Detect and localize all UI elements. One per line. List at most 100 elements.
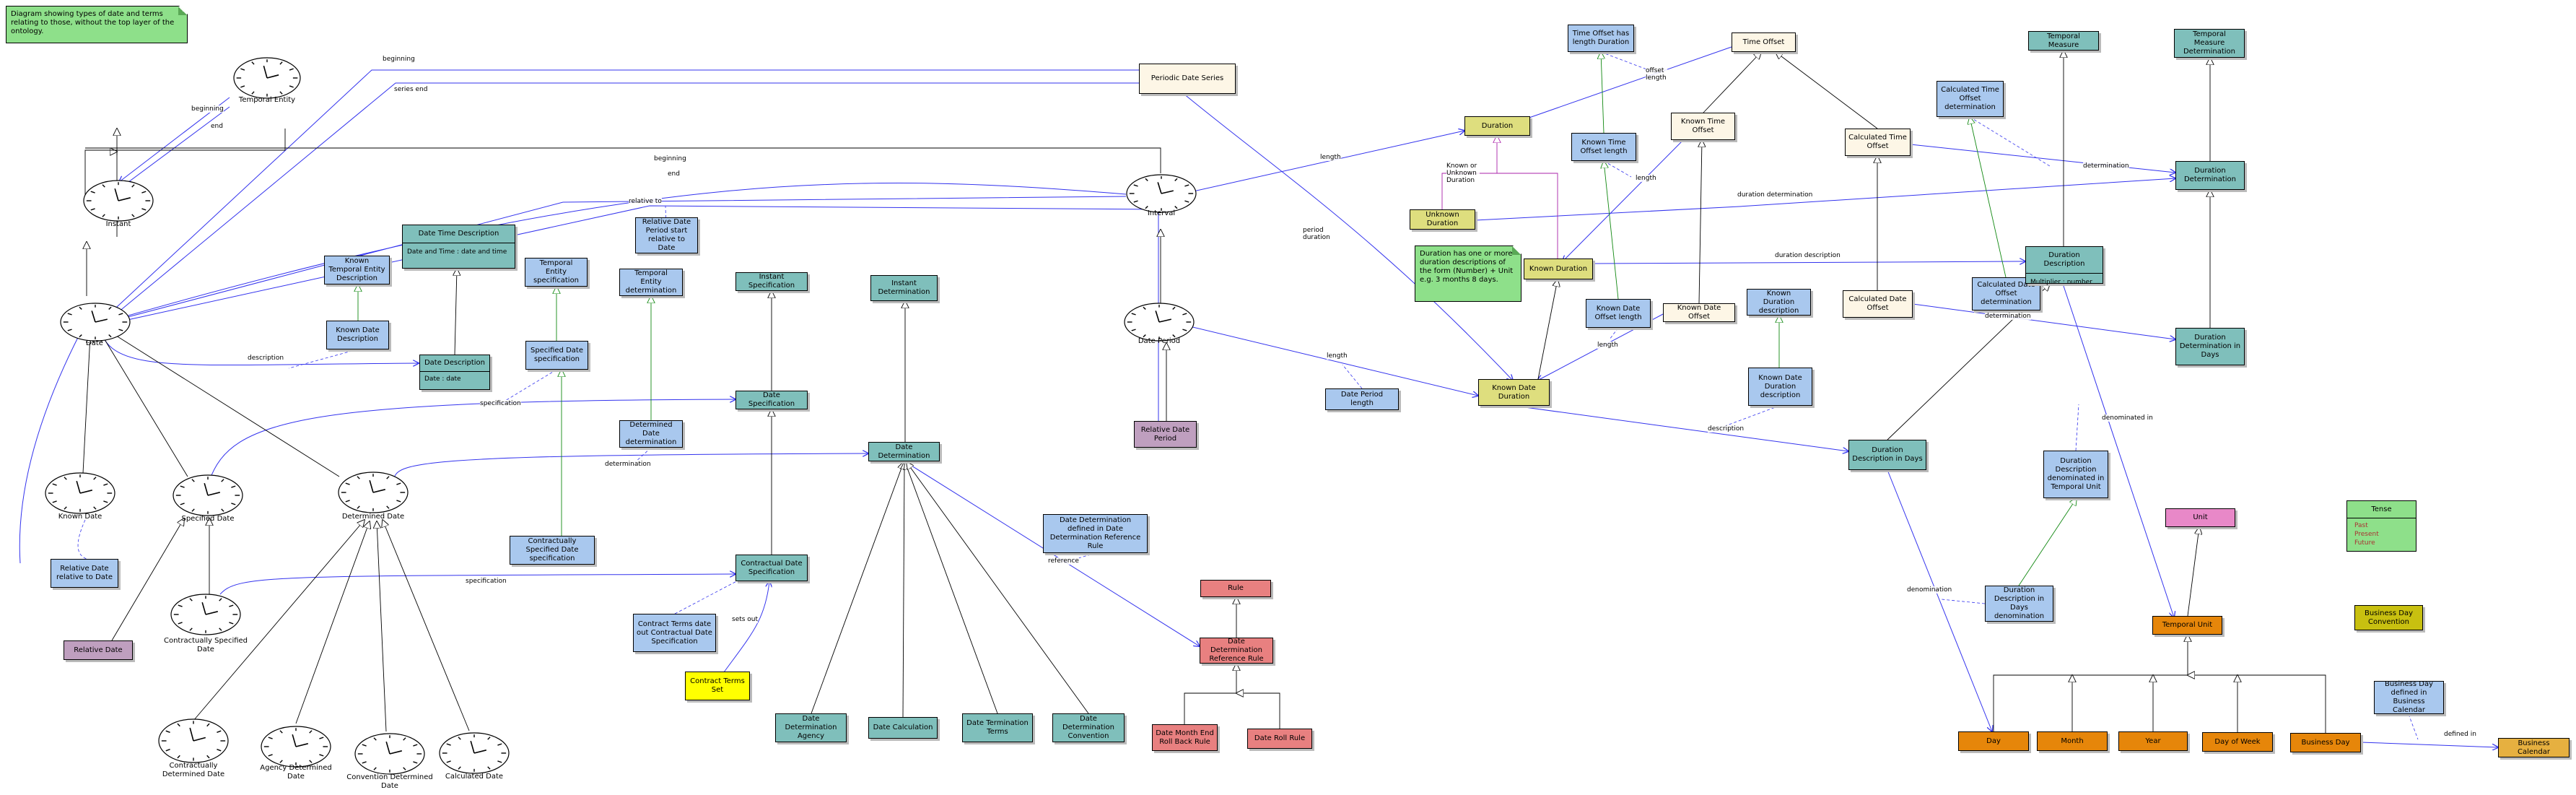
node-duration[interactable]: Duration <box>1464 116 1530 136</box>
clock-label-calculated-date: Calculated Date <box>445 773 504 781</box>
node-date-termination-terms[interactable]: Date Termination Terms <box>962 713 1033 742</box>
node-known-time-offset[interactable]: Known Time Offset <box>1671 113 1735 140</box>
node-contractual-date-specification[interactable]: Contractual Date Specification <box>735 555 808 581</box>
node-determined-date-determination[interactable]: Determined Date determination <box>619 420 683 448</box>
node-date-description-title: Date Description <box>420 355 489 372</box>
clock-label-determined-date: Determined Date <box>341 513 405 521</box>
node-duration-description[interactable]: Duration Description Multiplier : number <box>2025 246 2103 286</box>
edge-ktol-length <box>1563 139 1684 261</box>
node-date-determination[interactable]: Date Determination <box>868 442 940 461</box>
node-temporal-measure[interactable]: Temporal Measure <box>2028 31 2099 51</box>
node-day[interactable]: Day <box>1958 731 2029 751</box>
node-known-duration[interactable]: Known Duration <box>1524 259 1593 279</box>
node-duration-description-in-days-denomination[interactable]: Duration Description in Days denominatio… <box>1985 586 2053 622</box>
clock-convention-determined-date[interactable] <box>354 733 425 775</box>
edge-label-length-period: length <box>1327 352 1348 360</box>
clock-contractually-specified-date[interactable] <box>170 594 241 635</box>
node-known-duration-description[interactable]: Known Duration description <box>1747 289 1811 316</box>
clock-interval[interactable] <box>1126 174 1197 213</box>
clock-agency-determined-date[interactable] <box>261 726 331 768</box>
edge-cdo-determination <box>1912 303 2175 339</box>
node-calculated-time-offset[interactable]: Calculated Time Offset <box>1845 129 1911 156</box>
clock-instant[interactable] <box>83 180 154 222</box>
edge-sub-dda <box>811 462 904 714</box>
node-business-day-convention[interactable]: Business Day Convention <box>2354 605 2423 630</box>
node-duration-determination[interactable]: Duration Determination <box>2175 161 2245 190</box>
node-month[interactable]: Month <box>2037 731 2108 751</box>
edge-label-denomination: denomination <box>1907 586 1952 594</box>
clock-specified-date[interactable] <box>173 474 243 516</box>
node-business-day-defined-in-calendar[interactable]: Business Day defined in Business Calenda… <box>2374 680 2444 714</box>
clock-temporal-entity[interactable] <box>233 57 301 99</box>
node-date-roll-rule[interactable]: Date Roll Rule <box>1247 729 1312 749</box>
node-year[interactable]: Year <box>2118 731 2188 751</box>
node-relative-date[interactable]: Relative Date <box>64 640 133 660</box>
node-relative-date-relative-to-date[interactable]: Relative Date relative to Date <box>51 559 118 588</box>
edge-duration-description <box>1592 261 2025 264</box>
clock-label-instant: Instant <box>105 220 131 228</box>
clock-label-date: Date <box>86 339 103 347</box>
clock-calculated-date[interactable] <box>439 732 510 774</box>
node-specified-date-specification[interactable]: Specified Date specification <box>525 341 588 370</box>
node-temporal-unit[interactable]: Temporal Unit <box>2152 616 2222 635</box>
node-unknown-duration[interactable]: Unknown Duration <box>1410 209 1475 230</box>
node-known-time-offset-length[interactable]: Known Time Offset length <box>1571 133 1636 161</box>
edge-label-description-kdd: description <box>1708 425 1745 433</box>
node-date-period-length[interactable]: Date Period length <box>1325 388 1399 410</box>
edge-sub-ddc <box>907 462 1089 714</box>
node-time-offset[interactable]: Time Offset <box>1732 32 1796 52</box>
clock-date[interactable] <box>60 303 131 342</box>
node-date-month-end-roll-back-rule[interactable]: Date Month End Roll Back Rule <box>1152 724 1218 751</box>
node-date-description[interactable]: Date Description Date : date <box>419 355 490 390</box>
clock-date-period[interactable] <box>1124 303 1195 342</box>
node-calculated-date-offset[interactable]: Calculated Date Offset <box>1843 290 1913 318</box>
node-date-calculation[interactable]: Date Calculation <box>868 717 938 739</box>
node-rule[interactable]: Rule <box>1200 580 1271 597</box>
clock-label-interval: Interval <box>1147 209 1176 217</box>
node-instant-specification[interactable]: Instant Specification <box>735 272 808 291</box>
node-calculated-time-offset-determination[interactable]: Calculated Time Offset determination <box>1937 81 2004 117</box>
node-contract-terms-date-out[interactable]: Contract Terms date out Contractual Date… <box>633 614 716 652</box>
node-periodic-date-series[interactable]: Periodic Date Series <box>1139 64 1236 94</box>
node-time-offset-has-length-duration[interactable]: Time Offset has length Duration <box>1568 25 1634 52</box>
node-unit[interactable]: Unit <box>2165 508 2235 527</box>
node-relative-date-period-start[interactable]: Relative Date Period start relative to D… <box>635 217 698 253</box>
node-calculated-date-offset-determination[interactable]: Calculated Date Offset determination <box>1972 277 2040 310</box>
node-temporal-measure-determination[interactable]: Temporal Measure Determination <box>2174 29 2245 58</box>
node-known-date-offset-length[interactable]: Known Date Offset length <box>1586 299 1651 328</box>
node-known-date-duration[interactable]: Known Date Duration <box>1478 379 1550 406</box>
node-date-time-description[interactable]: Date Time Description Date and Time : da… <box>402 225 515 269</box>
node-duration-description-in-days[interactable]: Duration Description in Days <box>1848 440 1926 470</box>
node-temporal-entity-specification[interactable]: Temporal Entity specification <box>525 258 588 287</box>
node-date-specification[interactable]: Date Specification <box>735 391 808 409</box>
node-relative-date-period[interactable]: Relative Date Period <box>1134 421 1197 448</box>
dash-ddidd <box>1941 599 1986 604</box>
clock-label-agency-determined-date: Agency Determined Date <box>260 764 332 781</box>
node-date-determination-agency[interactable]: Date Determination Agency <box>775 713 847 742</box>
edge-sets-out <box>721 581 769 676</box>
node-known-date-description[interactable]: Known Date Description <box>326 321 389 349</box>
node-date-determination-defined-in[interactable]: Date Determination defined in Date Deter… <box>1043 514 1148 553</box>
edge-sub-known-date <box>82 336 90 474</box>
node-business-calendar[interactable]: Business Calendar <box>2498 738 2570 757</box>
node-contractually-specified-date-specification[interactable]: Contractually Specified Date specificati… <box>510 536 595 565</box>
clock-known-date[interactable] <box>45 472 115 514</box>
node-known-temporal-entity-description[interactable]: Known Temporal Entity Description <box>324 256 390 284</box>
edge-label-duration-description: duration description <box>1775 252 1841 259</box>
edge-sub-cvdd <box>377 521 387 732</box>
node-contract-terms-set[interactable]: Contract Terms Set <box>685 672 750 700</box>
edge-sub-relative-date <box>111 518 184 641</box>
node-date-determination-reference-rule[interactable]: Date Determination Reference Rule <box>1200 638 1273 664</box>
clock-contractually-determined-date[interactable] <box>158 718 229 763</box>
node-duration-determination-in-days[interactable]: Duration Determination in Days <box>2175 328 2245 365</box>
clock-determined-date[interactable] <box>338 472 409 513</box>
node-business-day[interactable]: Business Day <box>2290 733 2361 752</box>
node-day-of-week[interactable]: Day of Week <box>2202 732 2273 752</box>
node-temporal-entity-determination[interactable]: Temporal Entity determination <box>619 269 683 296</box>
node-date-determination-convention[interactable]: Date Determination Convention <box>1052 713 1125 742</box>
node-known-date-duration-description[interactable]: Known Date Duration description <box>1748 368 1812 406</box>
node-instant-determination[interactable]: Instant Determination <box>870 275 938 301</box>
node-known-date-offset[interactable]: Known Date Offset <box>1663 303 1735 322</box>
node-duration-description-denominated[interactable]: Duration Description denominated in Temp… <box>2043 451 2108 498</box>
edge-label-specification-1: specification <box>480 400 521 407</box>
